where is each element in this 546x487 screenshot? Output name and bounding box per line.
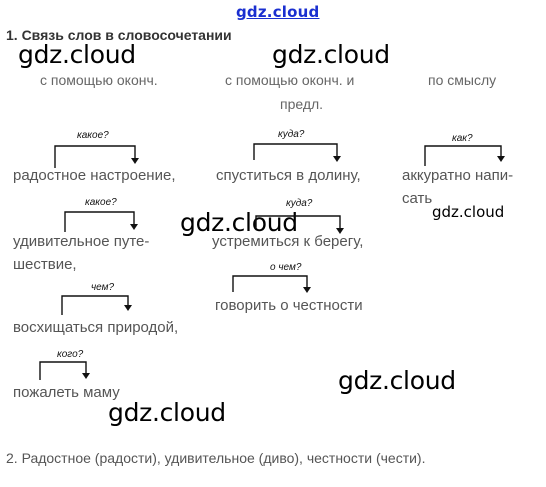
arc-6 [255, 215, 341, 228]
watermark-5: gdz.cloud [108, 398, 226, 427]
phrase-3: восхищаться природой, [13, 319, 179, 336]
arc-2 [64, 211, 135, 232]
question-7: о чем? [270, 262, 302, 273]
arc-5 [253, 143, 338, 160]
question-1: какое? [77, 130, 109, 141]
arc-3 [61, 295, 129, 315]
arc-4 [39, 361, 87, 380]
phrase-5: спуститься в долину, [216, 167, 361, 184]
watermark-2: gdz.cloud [272, 40, 390, 69]
watermark-4: gdz.cloud [338, 366, 456, 395]
watermark-6: gdz.cloud [432, 203, 505, 221]
watermark-1: gdz.cloud [18, 40, 136, 69]
column-ending-prep-line2: предл. [280, 96, 324, 112]
question-2: какое? [85, 197, 117, 208]
arc-1 [54, 145, 136, 168]
column-ending: с помощью оконч. [40, 72, 158, 88]
question-8: как? [452, 133, 473, 144]
arc-7 [232, 275, 308, 292]
question-4: кого? [57, 349, 84, 360]
column-meaning: по смыслу [428, 72, 497, 88]
top-watermark: gdz.cloud [236, 3, 320, 21]
phrase-7: говорить о честности [215, 297, 363, 314]
watermark-3: gdz.cloud [180, 208, 298, 237]
question-5: куда? [278, 129, 305, 140]
phrase-4: пожалеть маму [13, 384, 120, 401]
phrase-6: устремиться к берегу, [212, 233, 364, 250]
phrase-2-line-1: удивительное путе- [13, 233, 150, 250]
question-3: чем? [91, 282, 115, 293]
task-2-text: 2. Радостное (радости), удивительное (ди… [6, 450, 426, 466]
phrase-2-line-2: шествие, [13, 256, 77, 273]
arc-8 [424, 145, 502, 166]
phrase-1: радостное настроение, [13, 167, 176, 184]
phrase-8-line-1: аккуратно напи- [402, 167, 514, 184]
question-6: куда? [286, 198, 313, 209]
column-ending-prep: с помощью оконч. и [225, 72, 355, 88]
phrase-8-line-2: сать [402, 190, 433, 207]
task-1-title: 1. Связь слов в словосочетании [6, 27, 232, 43]
